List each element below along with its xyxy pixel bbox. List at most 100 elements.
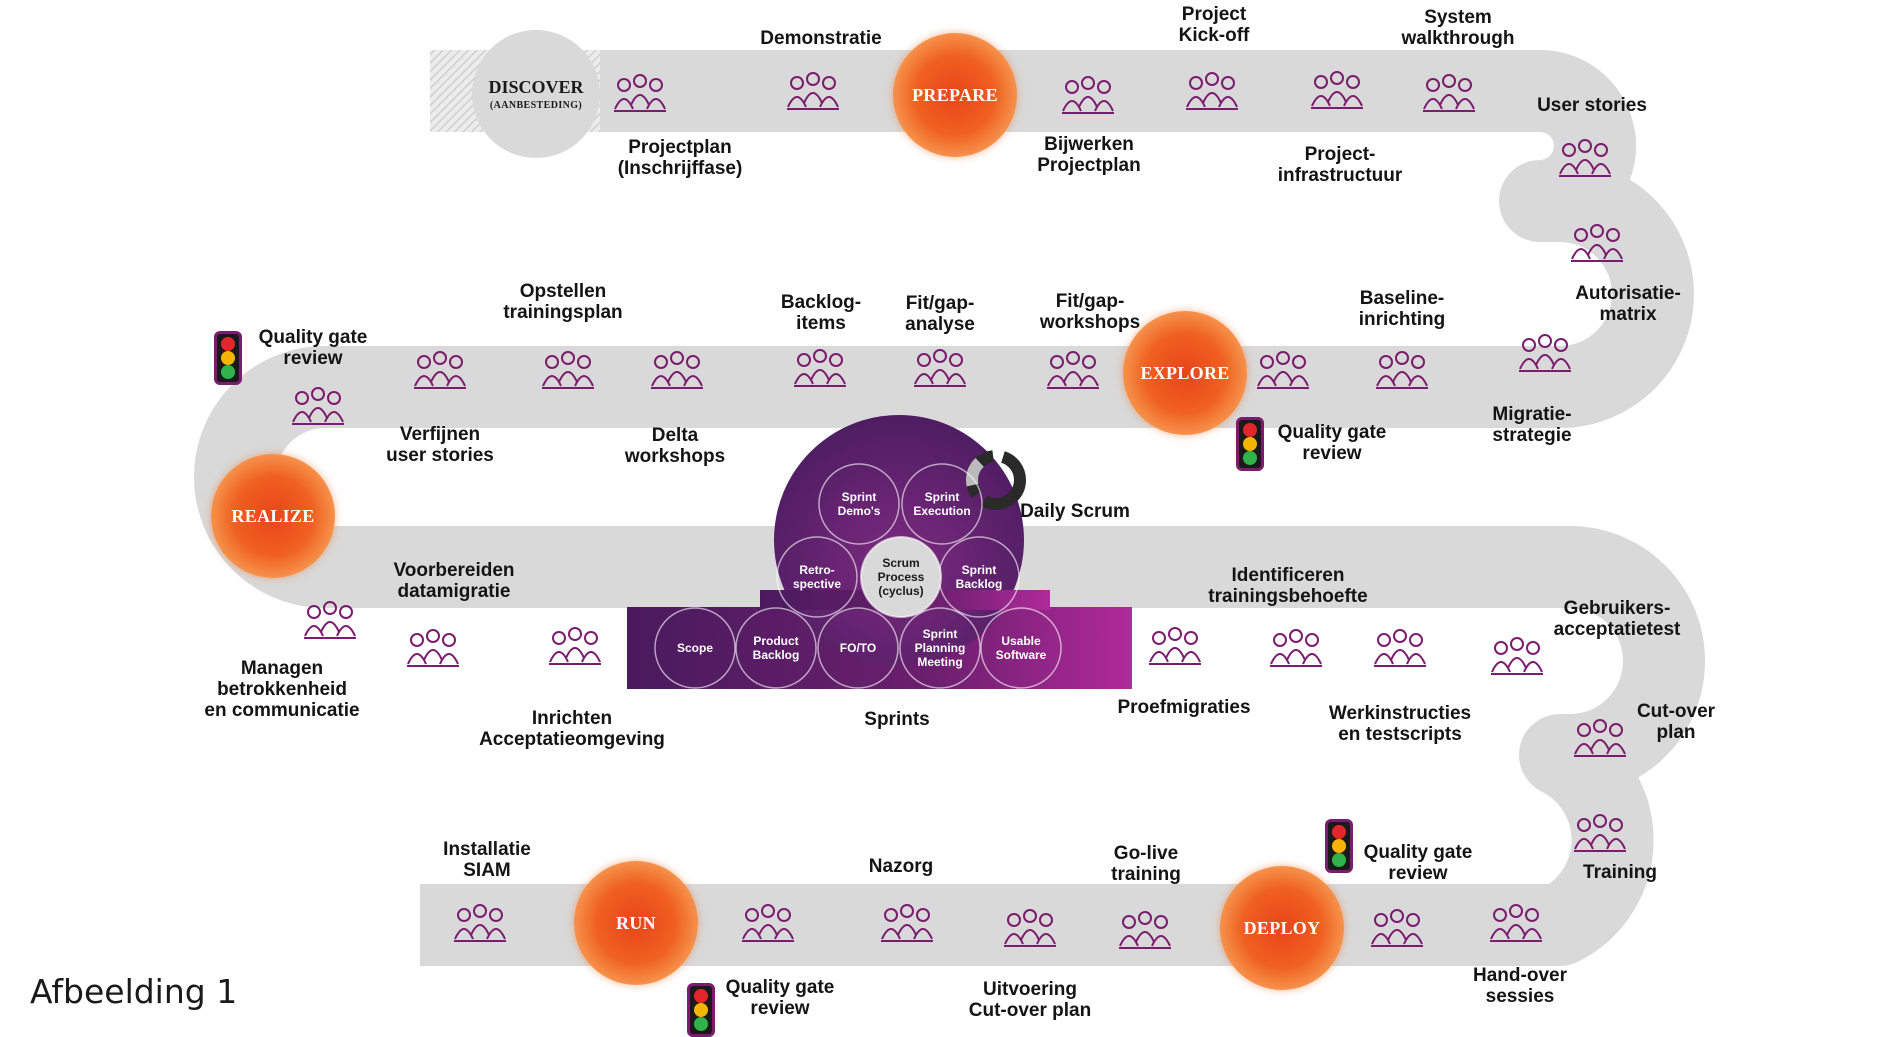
label-daily-scrum: Daily Scrum (1020, 501, 1130, 522)
people-icon (549, 627, 601, 665)
phase-prepare: PREPARE (893, 33, 1017, 157)
people-icon (1149, 627, 1201, 665)
scrum-retrospective: Retro-spective (792, 563, 842, 591)
people-icon (1423, 74, 1475, 112)
people-icon (454, 904, 506, 942)
label-projectplan: Projectplan(Inschrijffase) (617, 137, 743, 179)
people-icon (914, 349, 966, 387)
people-icon (407, 629, 459, 667)
phase-explore-label: EXPLORE (1140, 362, 1230, 383)
people-icon (1574, 719, 1626, 757)
phase-realize: REALIZE (211, 454, 335, 578)
label-demonstratie: Demonstratie (760, 28, 882, 49)
phase-prepare-label: PREPARE (912, 84, 998, 105)
people-icon (787, 72, 839, 110)
label-gebruikersacceptatietest: Gebruikers-acceptatietest (1553, 598, 1681, 640)
scrum-circle (735, 607, 817, 689)
phase-discover: DISCOVER (AANBESTEDING) (472, 30, 600, 158)
phase-explore: EXPLORE (1123, 311, 1247, 435)
people-icon (1519, 334, 1571, 372)
people-icon (1574, 814, 1626, 852)
people-icon (1270, 629, 1322, 667)
scrum-circle (899, 607, 981, 689)
people-icon (1047, 351, 1099, 389)
label-fitgap-analyse: Fit/gap-analyse (905, 293, 975, 335)
label-nazorg: Nazorg (868, 856, 934, 877)
label-backlog-items: Backlog-items (780, 292, 862, 334)
people-icon (651, 351, 703, 389)
scrum-circle (980, 607, 1062, 689)
people-icon (742, 904, 794, 942)
label-sprints: Sprints (864, 709, 930, 730)
scrum-circle (901, 463, 983, 545)
figure-caption: Afbeelding 1 (30, 972, 238, 1011)
scrum-circle (817, 607, 899, 689)
phase-discover-label: DISCOVER (488, 77, 584, 97)
scrum-fo-to: FO/TO (839, 641, 877, 655)
label-project-infrastructuur: Project-infrastructuur (1277, 144, 1403, 186)
people-icon (1371, 909, 1423, 947)
label-proefmigraties: Proefmigraties (1117, 697, 1251, 718)
people-icon (1571, 224, 1623, 262)
people-icon (304, 601, 356, 639)
people-icon (794, 349, 846, 387)
people-icon (1491, 637, 1543, 675)
people-icon (542, 351, 594, 389)
people-icon (1119, 911, 1171, 949)
people-icon (1376, 351, 1428, 389)
phase-deploy-label: DEPLOY (1243, 917, 1321, 938)
people-icon (1559, 139, 1611, 177)
label-baseline-inrichting: Baseline-inrichting (1358, 288, 1446, 330)
traffic-light-icon (214, 331, 242, 385)
phase-discover-sublabel: (AANBESTEDING) (489, 100, 583, 111)
people-icon (881, 904, 933, 942)
scrum-circle (818, 463, 900, 545)
label-migratiestrategie: Migratie-strategie (1492, 404, 1572, 446)
people-icon (614, 74, 666, 112)
scrum-scope: Scope (676, 641, 714, 655)
people-icon (1186, 72, 1238, 110)
scrum-circle (654, 607, 736, 689)
label-fitgap-workshops: Fit/gap-workshops (1039, 291, 1141, 333)
people-icon (1004, 909, 1056, 947)
label-user-stories: User stories (1537, 95, 1647, 116)
people-icon (1062, 76, 1114, 114)
people-icon (1374, 629, 1426, 667)
people-icon (1257, 351, 1309, 389)
people-icon (1490, 904, 1542, 942)
phase-deploy: DEPLOY (1220, 866, 1344, 990)
scrum-circle (776, 536, 858, 618)
phase-run-label: RUN (616, 912, 656, 933)
scrum-center-circle (860, 536, 942, 618)
phase-run: RUN (574, 861, 698, 985)
traffic-light-icon (1236, 417, 1264, 471)
people-icon (1311, 71, 1363, 109)
people-icon (414, 351, 466, 389)
